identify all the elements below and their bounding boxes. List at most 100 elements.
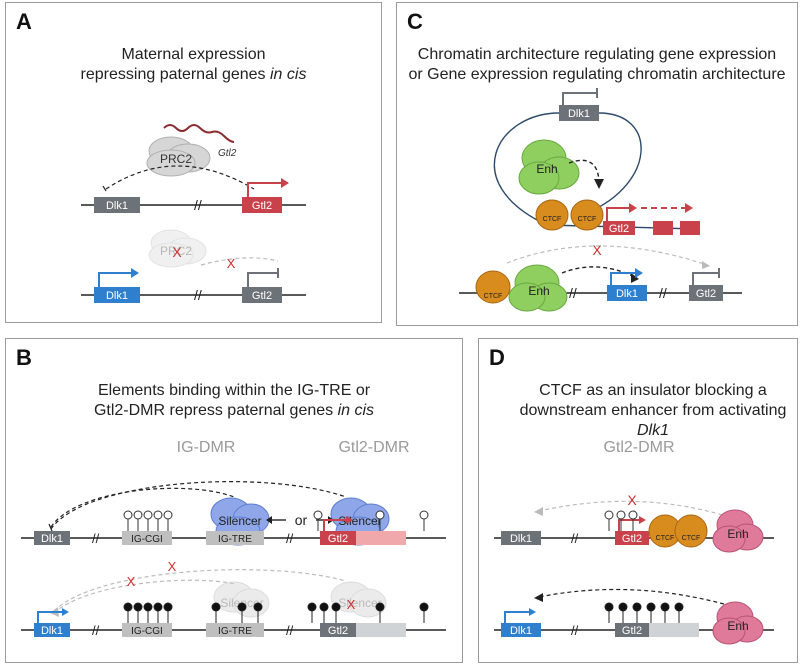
d-dlk1-label-1: Dlk1	[510, 533, 532, 545]
d-dlk1-label-2: Dlk1	[510, 625, 532, 637]
b-ig-tre-1	[206, 531, 264, 545]
panel-b-title-line1: Elements binding within the IG-TRE or	[97, 382, 371, 399]
panel-a-letter: A	[16, 9, 32, 34]
d-gtl2-dmr-region	[649, 623, 699, 637]
b-gtl2-silent	[320, 623, 356, 637]
panel-b-letter: B	[16, 345, 32, 370]
b-break-4: //	[286, 623, 294, 638]
ctcf-pair-loop: CTCF CTCF	[535, 199, 604, 231]
c-blocked-arc	[506, 245, 708, 266]
ig-dmr-label: IG-DMR	[176, 439, 236, 456]
b-arc-2	[50, 487, 235, 528]
b-blocked-arc-2	[53, 579, 237, 614]
c-break-1: //	[569, 285, 577, 301]
d-dlk1-active	[501, 623, 541, 637]
c-dlk1-label-1: Dlk1	[568, 108, 590, 120]
gtl2-dmr-label-b: Gtl2-DMR	[338, 439, 410, 456]
prc2-faded-label: PRC2	[160, 244, 192, 258]
gtl2-gene-silent	[242, 287, 282, 303]
gtl2-label-2: Gtl2	[252, 290, 272, 302]
b-x-mark-3: X	[347, 597, 356, 612]
panel-c-title-line1: Chromatin architecture regulating gene e…	[417, 46, 777, 63]
b-lollipops-open-2	[313, 510, 429, 531]
panel-d-title-line2: downstream enhancer from activating Dlk1	[509, 401, 797, 441]
x-mark-prc2: X	[172, 244, 182, 260]
gtl2-rna-strand	[163, 124, 235, 143]
c-ctcf-label-1: CTCF	[543, 216, 562, 223]
d-ctcf-label-1: CTCF	[656, 535, 675, 542]
panel-c: C Chromatin architecture regulating gene…	[396, 2, 798, 326]
dlk1-label-2: Dlk1	[106, 290, 128, 302]
b-gtl2-active	[320, 531, 356, 545]
panel-d: D CTCF as an insulator blocking a downst…	[478, 338, 798, 663]
gtl2-label-1: Gtl2	[252, 200, 272, 212]
dlk1-arrow-head	[131, 268, 139, 278]
gtl2-exon-2	[653, 221, 673, 235]
prc2-complex-faded: PRC2	[148, 229, 207, 268]
c-dlk1-active	[607, 285, 647, 301]
b-break-2: //	[286, 531, 294, 546]
panel-b-title-line2-italic: in cis	[337, 402, 375, 419]
b-break-3: //	[92, 623, 100, 638]
gtl2-gene-active	[242, 197, 282, 213]
gtl2-dmr-label-d: Gtl2-DMR	[603, 439, 675, 456]
prc2-complex: PRC2	[146, 136, 211, 177]
b-ig-cgi-label-2: IG-CGI	[131, 626, 163, 637]
c-dlk1-label-2: Dlk1	[616, 288, 638, 300]
d-ctcf-label-2: CTCF	[682, 535, 701, 542]
d-gtl2-silent	[615, 623, 649, 637]
dlk1-promoter-arrow	[98, 272, 131, 287]
panel-a-title-line2: repressing paternal genes in cis	[6, 65, 381, 85]
b-silencer-label-1: Silencer	[218, 514, 261, 528]
chromatin-loop	[493, 112, 698, 230]
b-gtl2-label-1: Gtl2	[328, 533, 348, 545]
panel-a: A Maternal expression repressing paterna…	[5, 2, 382, 323]
dlk1-gene-active	[94, 287, 140, 303]
b-ig-tre-label-2: IG-TRE	[218, 626, 252, 637]
d-blocked-arc	[538, 500, 730, 518]
b-arc-1	[50, 481, 347, 530]
d-gtl2-label-1: Gtl2	[622, 533, 642, 545]
b-gtl2-dmr-region-1	[356, 531, 406, 545]
dlk1-gene-silent	[94, 197, 140, 213]
panel-b-title: Elements binding within the IG-TRE or Gt…	[6, 381, 462, 421]
panel-b-title-line2: Gtl2-DMR repress paternal genes in cis	[6, 401, 462, 421]
panel-d-letter: D	[489, 345, 505, 370]
panel-d-diagram: X Dlk1 // Gtl2 CTCF CTCF Enh	[494, 492, 774, 645]
d-activation-arc	[538, 588, 725, 605]
panel-d-title-line2-italic: Dlk1	[636, 422, 669, 439]
panel-a-title-line2-text: repressing paternal genes	[80, 66, 270, 83]
b-lollipops-open-1	[123, 510, 173, 531]
b-silencer-label-2: Silencer	[338, 514, 381, 528]
d-lollipops-filled	[604, 602, 684, 623]
b-blocked-arc-1	[53, 569, 347, 612]
gtl2-promoter-arrow	[247, 182, 281, 197]
c-ctcf-label-2: CTCF	[578, 216, 597, 223]
b-gtl2-dmr-region-2	[356, 623, 406, 637]
b-silencer-faded-label-2: Silencer	[338, 596, 381, 610]
c-break-2: //	[659, 285, 667, 301]
panel-a-title-line1: Maternal expression	[121, 46, 266, 63]
d-ctcf-pair: CTCF CTCF	[648, 514, 708, 548]
d-break-2: //	[571, 623, 579, 638]
d-enhancer-1: Enh	[712, 509, 764, 553]
c-gtl2-label-1: Gtl2	[609, 223, 629, 235]
prc2-label: PRC2	[160, 152, 192, 166]
gtl2-arrow-head	[281, 178, 289, 188]
d-enhancer-2: Enh	[712, 601, 764, 645]
d-lollipops-open	[604, 510, 638, 531]
panel-d-title: CTCF as an insulator blocking a downstre…	[509, 351, 797, 441]
panel-a-title: Maternal expression repressing paternal …	[6, 45, 381, 85]
b-x-mark-2: X	[127, 574, 136, 589]
panel-a-title-line2-italic: in cis	[270, 66, 307, 83]
c-enh-activation-arc	[561, 266, 636, 278]
break-mark-2: //	[194, 287, 202, 303]
gtl2-exon-3	[680, 221, 700, 235]
panel-d-title-line1: CTCF as an insulator blocking a	[539, 382, 767, 399]
c-ctcf-single: CTCF	[475, 270, 511, 304]
panel-b-diagram: Silencer Silencer or Dlk1 // IG-CGI IG-T…	[21, 481, 446, 638]
dlk1-label-1: Dlk1	[106, 200, 128, 212]
c-x-mark: X	[592, 242, 602, 258]
c-gtl2-silent	[689, 285, 723, 301]
c-ctcf-label-3: CTCF	[484, 293, 503, 300]
